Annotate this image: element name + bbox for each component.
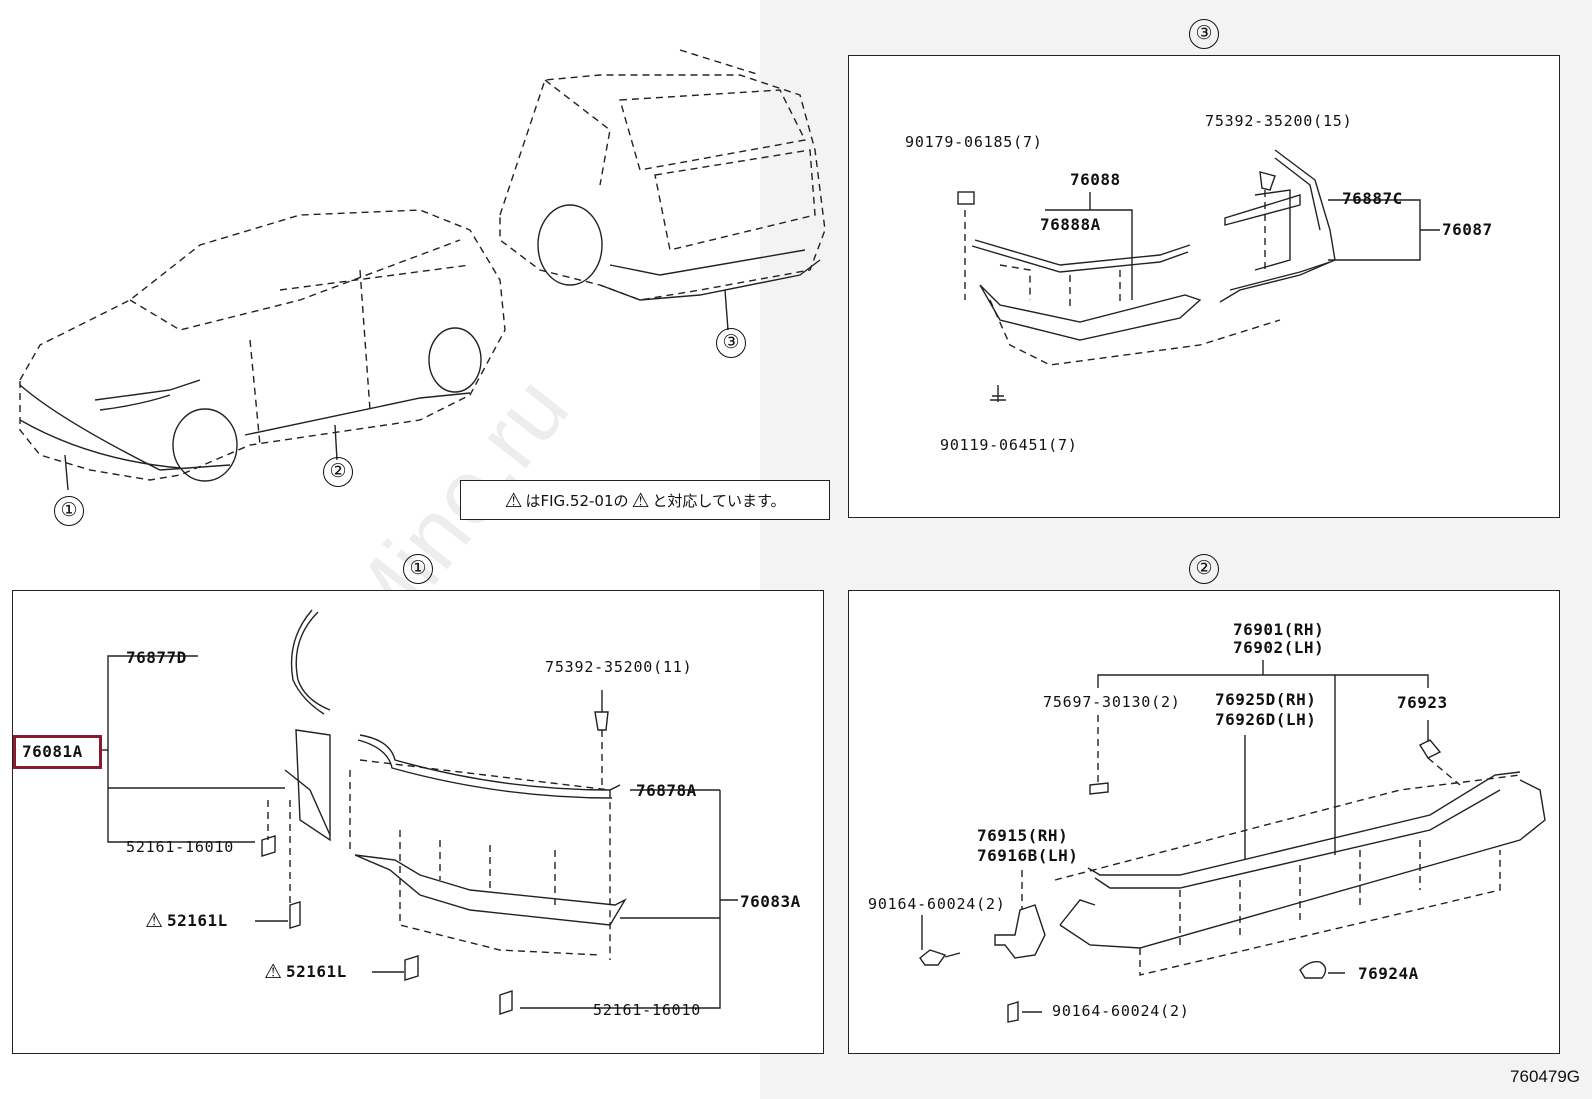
part-76888A[interactable]: 76888A: [1040, 215, 1101, 234]
warning-triangle-icon: ⚠: [264, 959, 282, 983]
part-52161-16010-b[interactable]: 52161-16010: [593, 1001, 702, 1019]
part-90179-06185[interactable]: 90179-06185(7): [905, 133, 1043, 151]
part-76088[interactable]: 76088: [1070, 170, 1121, 189]
warning-triangle-icon: ⚠: [504, 488, 523, 512]
highlighted-part-box: [13, 735, 102, 769]
panel-1-title: ①: [403, 554, 433, 584]
part-76087[interactable]: 76087: [1442, 220, 1493, 239]
panel-2-frame: [848, 590, 1560, 1054]
part-label: 52161L: [285, 961, 347, 981]
panel-3-parts: [957, 149, 1440, 402]
part-76924A[interactable]: 76924A: [1358, 964, 1419, 983]
callout-1[interactable]: ①: [54, 496, 84, 526]
rear-car-illustration: [499, 49, 826, 331]
panel-2-title: ②: [1189, 554, 1219, 584]
panel-1-parts: [102, 609, 738, 1015]
part-76887C[interactable]: 76887C: [1342, 189, 1403, 208]
callout-2[interactable]: ②: [323, 457, 353, 487]
part-52161-16010-a[interactable]: 52161-16010: [126, 838, 235, 856]
part-76926D-LH[interactable]: 76926D(LH): [1215, 710, 1317, 729]
part-75697-30130[interactable]: 75697-30130(2): [1043, 693, 1181, 711]
diagram-reference-number: 760479G: [1510, 1067, 1580, 1086]
part-90164-60024-b[interactable]: 90164-60024(2): [1052, 1002, 1190, 1020]
correspondence-note: ⚠ はFIG.52-01の ⚠ と対応しています。: [460, 480, 830, 520]
part-76925D-RH[interactable]: 76925D(RH): [1215, 690, 1317, 709]
part-75392-35200-15[interactable]: 75392-35200(15): [1205, 112, 1353, 130]
panel-3-title: ③: [1189, 19, 1219, 49]
front-car-illustration: [19, 209, 506, 491]
note-text-after: と対応しています。: [652, 491, 786, 510]
part-76901-RH[interactable]: 76901(RH): [1233, 620, 1325, 639]
part-76083A[interactable]: 76083A: [740, 892, 801, 911]
panel-3-frame: [848, 55, 1560, 518]
panel-2-parts: [919, 660, 1546, 1023]
part-76877D[interactable]: 76877D: [126, 648, 187, 667]
part-76923[interactable]: 76923: [1397, 693, 1448, 712]
part-76878A[interactable]: 76878A: [636, 781, 697, 800]
part-52161L-b[interactable]: ⚠ 52161L: [264, 961, 347, 981]
part-52161L-a[interactable]: ⚠ 52161L: [145, 910, 228, 930]
part-76081A[interactable]: 76081A: [22, 742, 83, 761]
part-76916B-LH[interactable]: 76916B(LH): [977, 846, 1079, 865]
part-90164-60024-a[interactable]: 90164-60024(2): [868, 895, 1006, 913]
part-75392-35200-11[interactable]: 75392-35200(11): [545, 658, 693, 676]
part-90119-06451[interactable]: 90119-06451(7): [940, 436, 1078, 454]
part-76902-LH[interactable]: 76902(LH): [1233, 638, 1325, 657]
callout-3[interactable]: ③: [716, 328, 746, 358]
note-text-before: はFIG.52-01の: [525, 491, 629, 510]
part-76915-RH[interactable]: 76915(RH): [977, 826, 1069, 845]
warning-triangle-icon: ⚠: [631, 488, 650, 512]
warning-triangle-icon: ⚠: [145, 908, 163, 932]
part-label: 52161L: [166, 910, 228, 930]
